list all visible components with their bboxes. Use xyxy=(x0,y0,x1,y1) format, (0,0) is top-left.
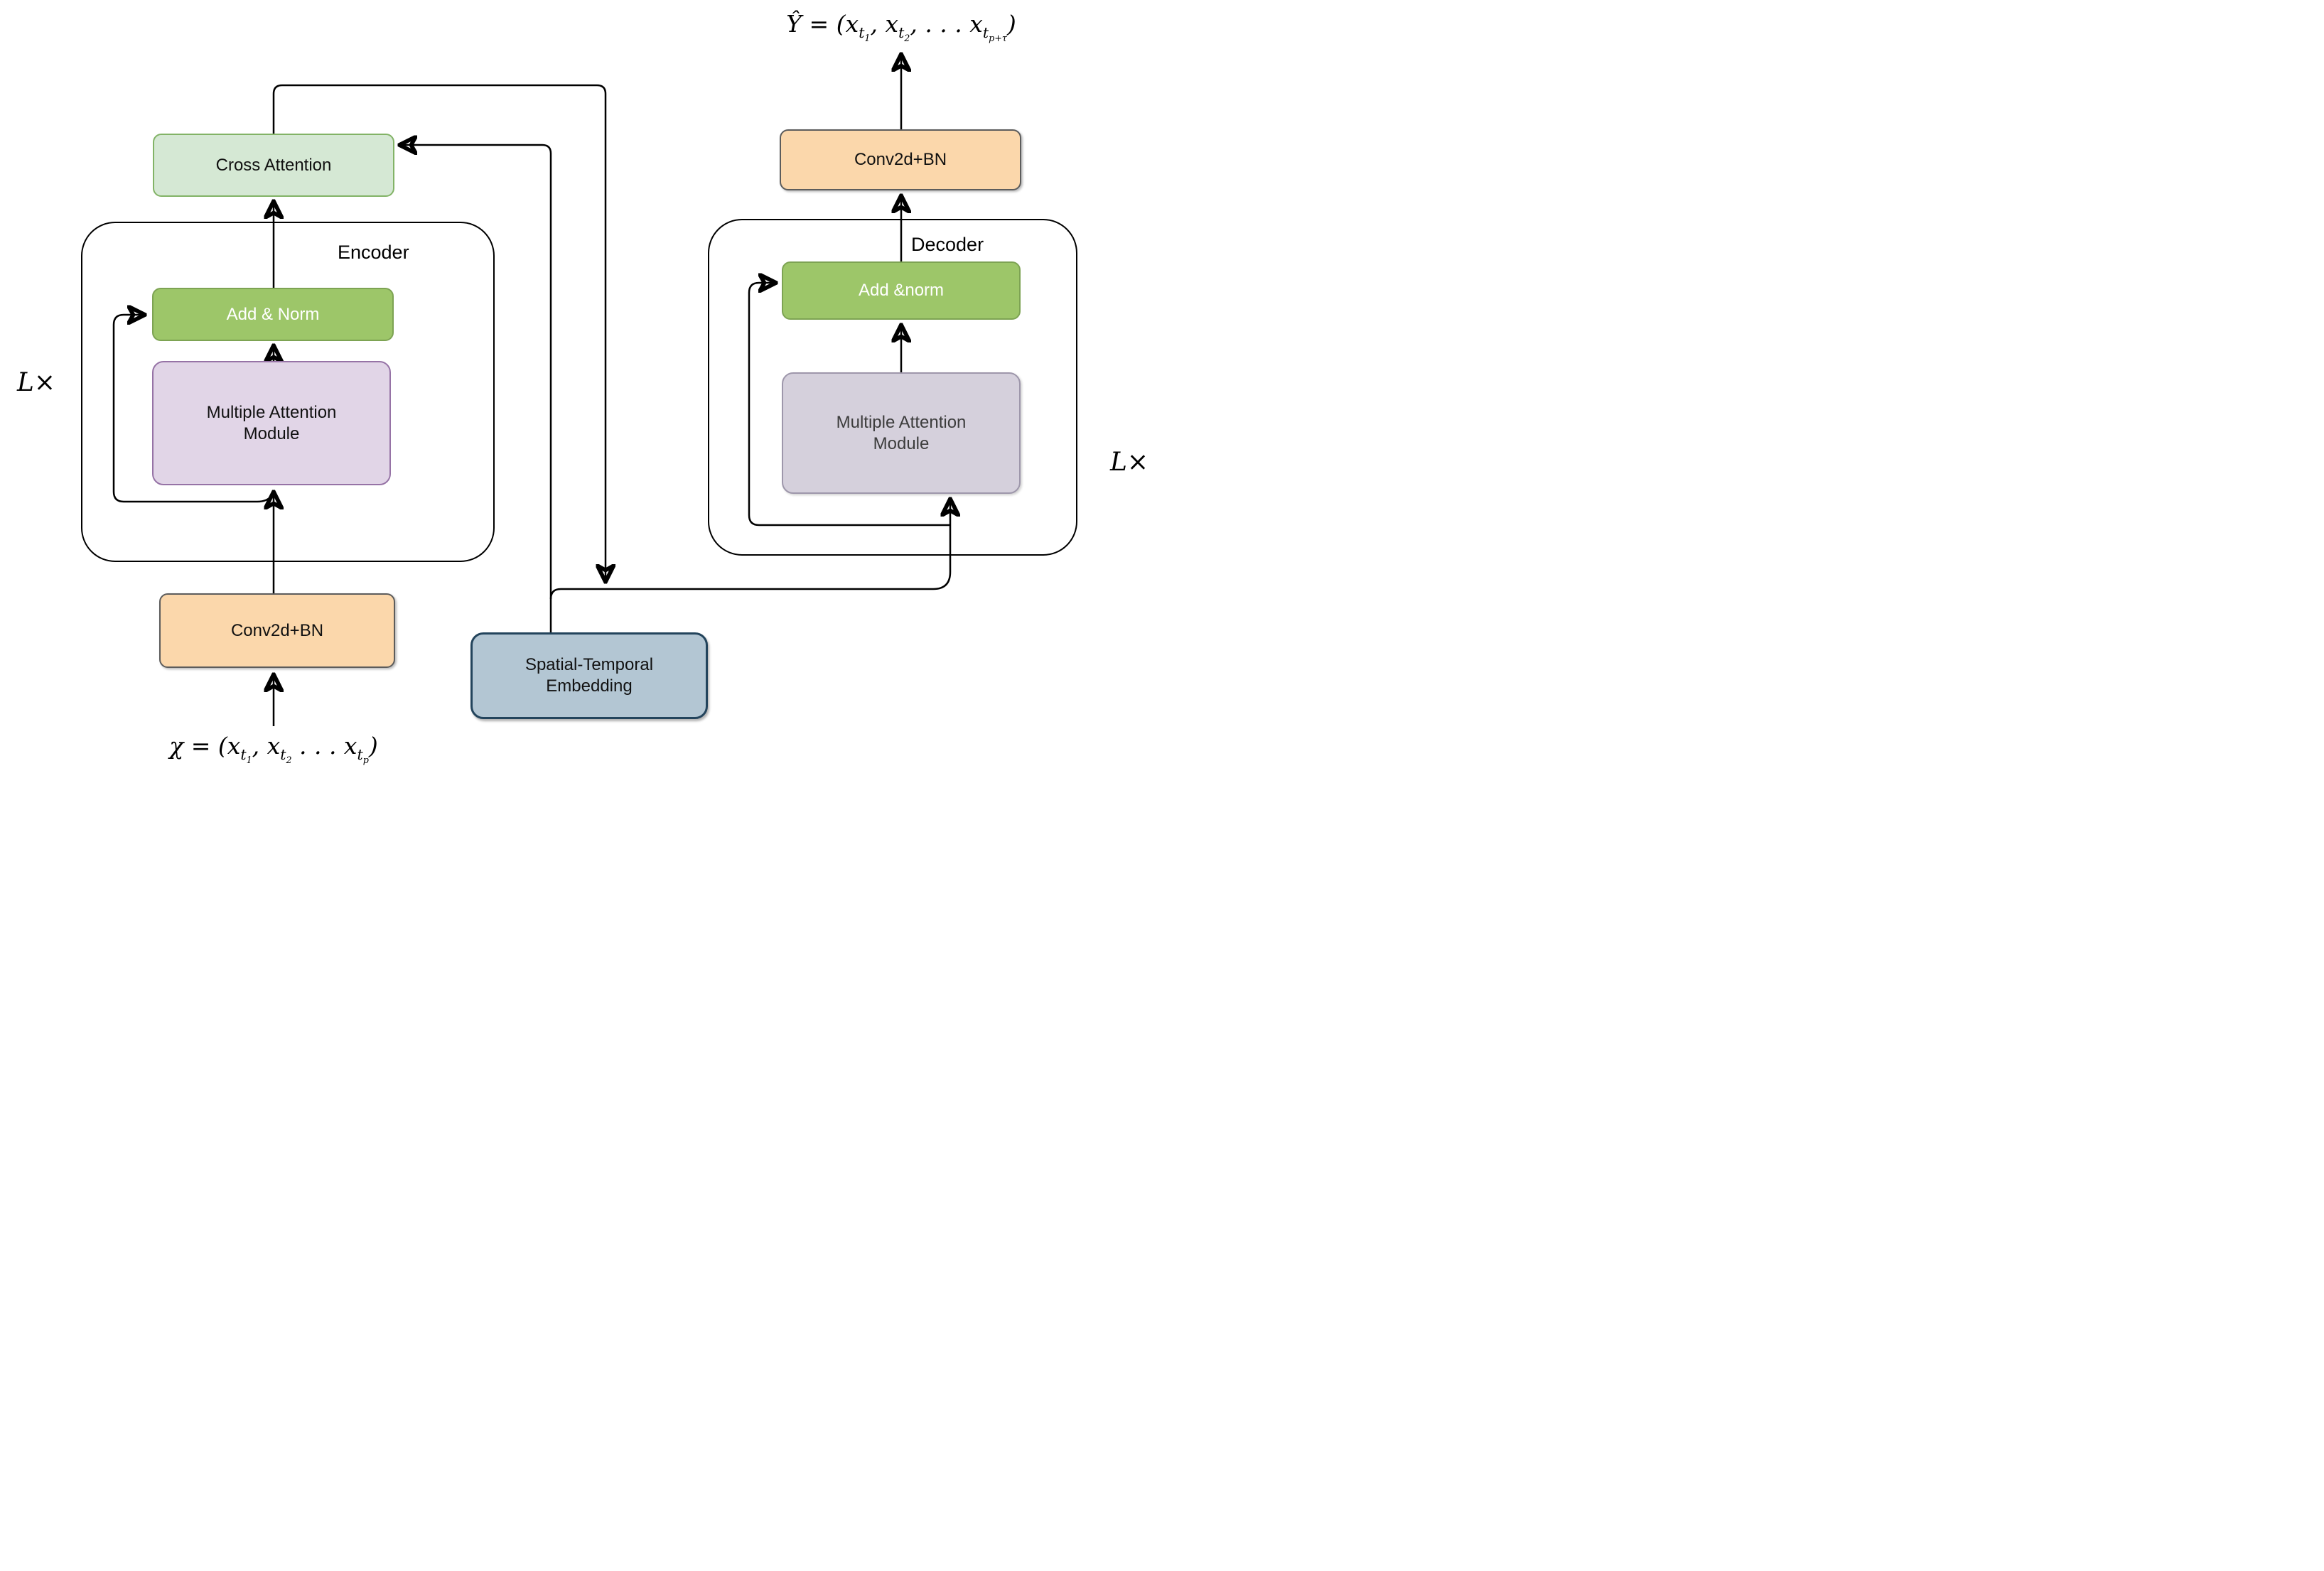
encoder-multiple-attention-box: Multiple Attention Module xyxy=(152,361,391,485)
output-sequence-formula: Ŷ = (xt1, xt2, . . . xtp+τ) xyxy=(786,10,1016,43)
embedding-label-line2: Embedding xyxy=(546,676,633,696)
decoder-repeat-label: L× xyxy=(1110,448,1149,477)
cross-attention-box: Cross Attention xyxy=(153,134,394,197)
input-sequence-formula: χ = (xt1, xt2 . . . xtp) xyxy=(169,732,378,765)
embedding-label-line1: Spatial-Temporal xyxy=(524,655,654,674)
decoder-label: Decoder xyxy=(911,234,984,255)
decoder-mam-label-line2: Module xyxy=(873,433,930,453)
encoder-mam-label-line1: Multiple Attention xyxy=(206,402,337,422)
encoder-label: Encoder xyxy=(338,242,409,263)
architecture-diagram: Cross Attention Add & Norm Multiple Atte… xyxy=(0,0,1162,785)
cross-attention-label: Cross Attention xyxy=(215,155,332,175)
decoder-mam-label-line1: Multiple Attention xyxy=(836,412,967,432)
encoder-repeat-label: L× xyxy=(17,368,56,397)
decoder-conv2d-bn-box: Conv2d+BN xyxy=(780,129,1021,190)
decoder-add-norm-box: Add &norm xyxy=(782,261,1021,320)
encoder-add-norm-box: Add & Norm xyxy=(152,288,394,341)
encoder-conv2d-bn-label: Conv2d+BN xyxy=(230,620,324,640)
encoder-conv2d-bn-box: Conv2d+BN xyxy=(159,593,395,668)
spatial-temporal-embedding-box: Spatial-Temporal Embedding xyxy=(470,632,708,719)
encoder-add-norm-label: Add & Norm xyxy=(226,304,320,324)
encoder-mam-label-line2: Module xyxy=(243,423,300,443)
decoder-conv2d-bn-label: Conv2d+BN xyxy=(854,150,947,169)
decoder-multiple-attention-box: Multiple Attention Module xyxy=(782,372,1021,494)
decoder-add-norm-label: Add &norm xyxy=(858,281,945,300)
